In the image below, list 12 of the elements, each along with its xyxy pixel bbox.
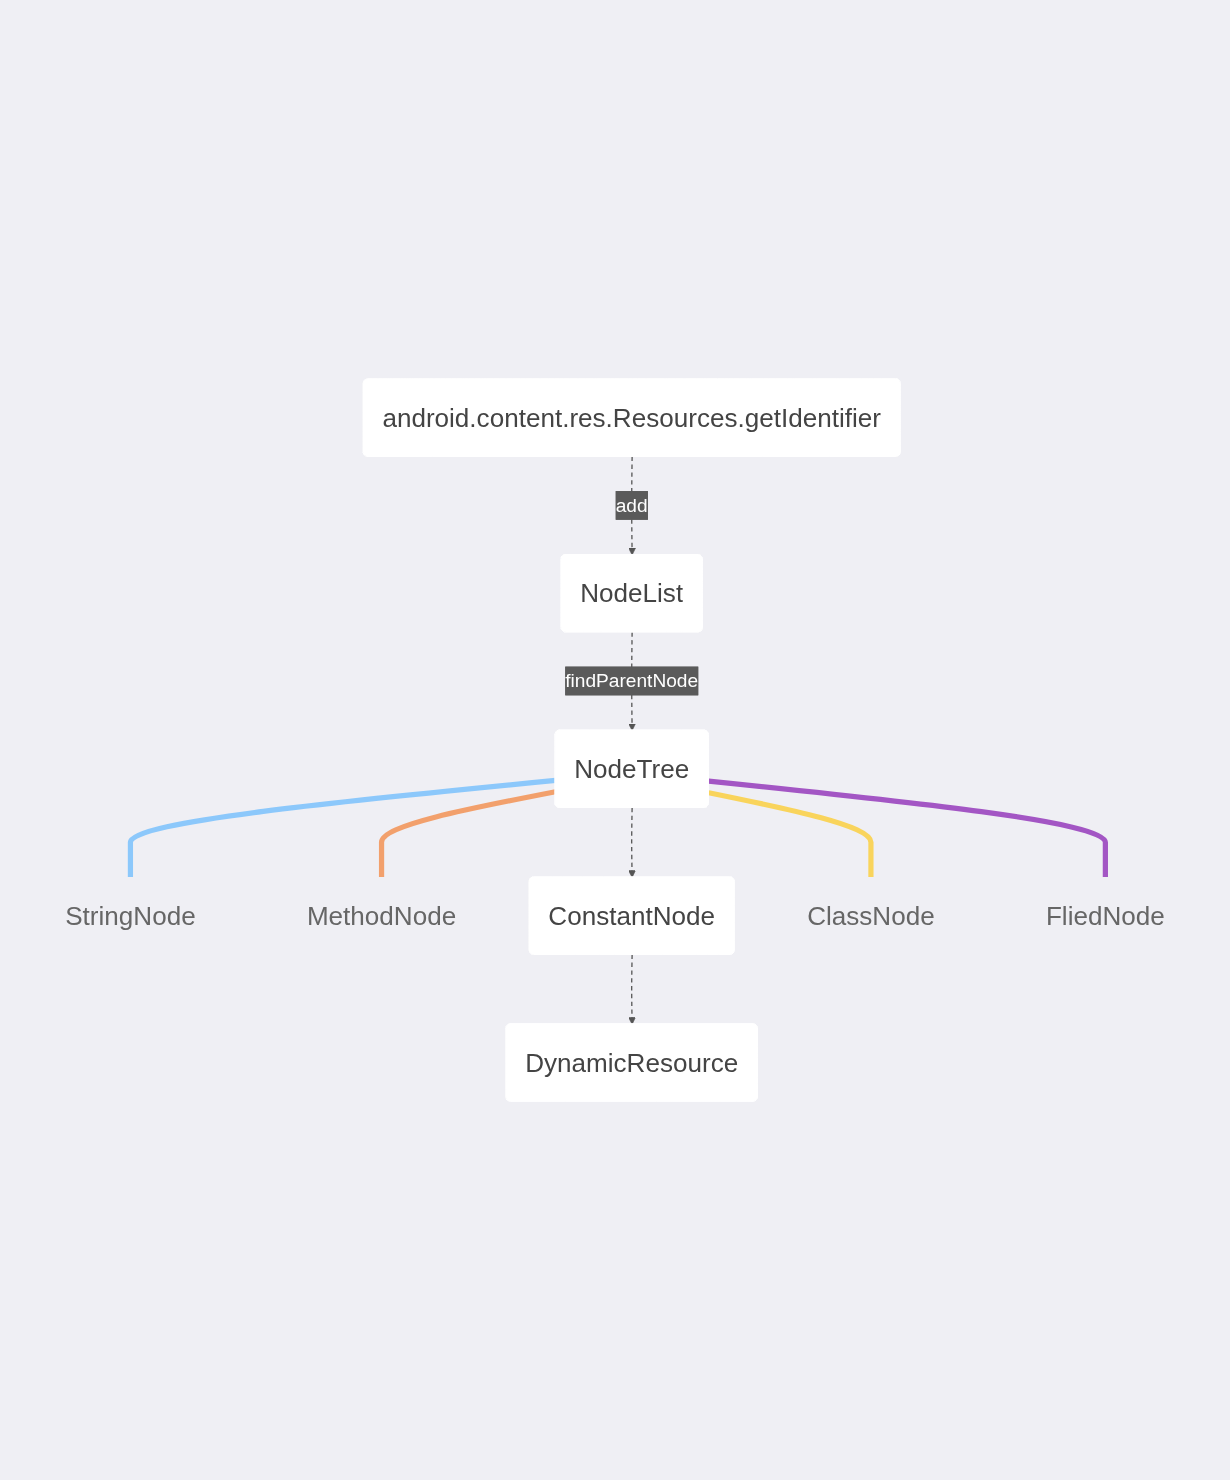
node-text: FliedNode	[1045, 901, 1165, 930]
connector	[378, 789, 556, 877]
edge-label: findParentNode	[565, 670, 699, 692]
edge-label: add	[615, 494, 648, 517]
node-text: ClassNode	[807, 901, 935, 930]
connector	[127, 777, 556, 877]
connector	[708, 778, 1108, 877]
connector	[708, 790, 874, 877]
node-text: MethodNode	[306, 901, 457, 930]
arrow	[628, 954, 636, 1025]
arrow	[628, 807, 636, 878]
node-text: StringNode	[65, 901, 196, 930]
